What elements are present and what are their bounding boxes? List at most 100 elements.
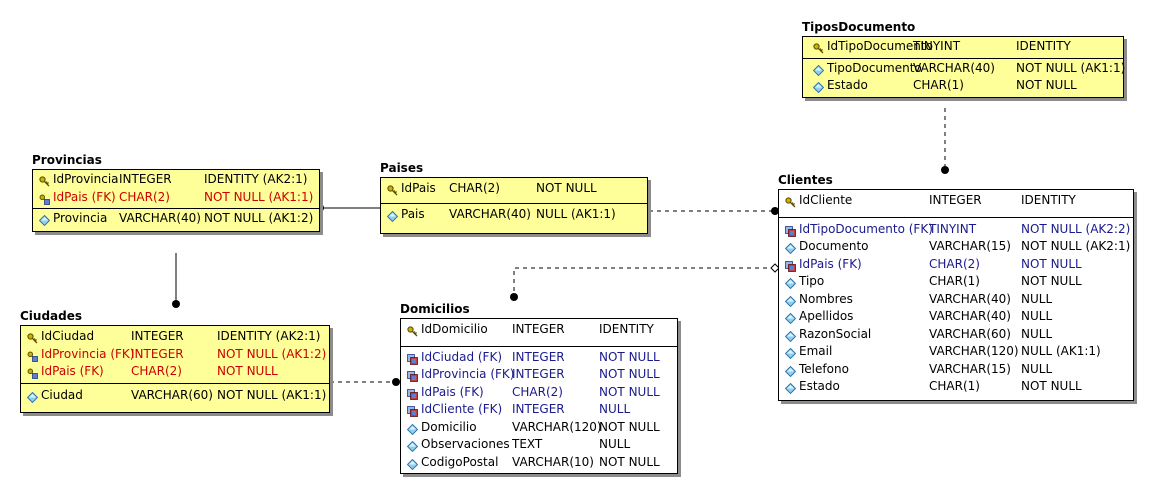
column-name: Telefono — [799, 361, 849, 376]
column-type: VARCHAR(10) — [512, 454, 594, 469]
column-type: VARCHAR(40) — [449, 206, 531, 221]
attribute-row[interactable]: IdPais (FK)CHAR(2)NOT NULL — [779, 256, 1133, 274]
column-type: CHAR(1) — [929, 379, 980, 393]
diamond-icon — [784, 277, 797, 290]
fk-icon — [407, 353, 418, 365]
column-type: VARCHAR(40) — [913, 60, 995, 75]
column-name: IdPais (FK) — [53, 189, 116, 204]
column-type: VARCHAR(60) — [929, 326, 1011, 341]
column-nullability: NULL — [599, 437, 631, 451]
entity-title: Paises — [380, 161, 424, 175]
column-nullability: NOT NULL — [536, 181, 597, 195]
key-icon — [785, 196, 796, 208]
column-nullability: NULL — [1021, 309, 1053, 323]
rel-paises-clientes-end — [771, 207, 779, 215]
column-name: IdCiudad (FK) — [421, 349, 503, 364]
column-nullability: NOT NULL — [599, 454, 660, 469]
column-type: INTEGER — [131, 329, 184, 343]
column-type: VARCHAR(15) — [929, 239, 1011, 253]
column-nullability: NULL — [1021, 326, 1053, 341]
diamond-icon — [26, 391, 39, 403]
attribute-row[interactable]: IdPais (FK)CHAR(2)NOT NULL — [21, 363, 329, 381]
column-name: IdPais (FK) — [421, 384, 484, 399]
fk-icon — [407, 405, 418, 417]
entity-title: TiposDocumento — [802, 20, 916, 34]
diamond-icon — [812, 64, 825, 76]
rel-clientes-domicilios-end — [510, 293, 518, 301]
rel-ciudades-domicilios-end — [392, 378, 400, 386]
column-name: IdCliente (FK) — [421, 402, 503, 416]
column-type: VARCHAR(40) — [119, 211, 201, 225]
column-type: INTEGER — [512, 367, 565, 381]
column-type: TINYINT — [929, 221, 977, 236]
column-type: CHAR(2) — [512, 384, 563, 399]
column-nullability: IDENTITY — [599, 322, 654, 336]
column-nullability: IDENTITY (AK2:1) — [204, 172, 308, 186]
column-name: IdPais (FK) — [799, 256, 862, 271]
column-type: CHAR(1) — [929, 274, 980, 288]
column-name: IdProvincia (FK) — [421, 367, 515, 381]
column-type: INTEGER — [512, 349, 565, 364]
rel-provincias-ciudades-end — [172, 300, 180, 308]
column-nullability: NOT NULL (AK2:2) — [1021, 221, 1131, 236]
column-name: Domicilio — [421, 419, 477, 434]
attribute-row[interactable]: IdPais (FK)CHAR(2)NOT NULL (AK1:1) — [33, 189, 319, 207]
attribute-row[interactable]: IdPais (FK) CHAR(2) NOT NULL — [401, 384, 677, 402]
entity-title: Provincias — [32, 153, 102, 167]
diamond-icon — [406, 440, 419, 453]
column-name: RazonSocial — [799, 326, 872, 341]
column-type: INTEGER — [131, 346, 184, 361]
column-name: Tipo — [799, 274, 825, 288]
column-name: IdTipoDocumento — [827, 39, 933, 53]
column-nullability: NULL — [1021, 291, 1053, 306]
rel-tipos-clientes-end — [941, 166, 949, 174]
diamond-icon — [784, 382, 797, 395]
column-nullability: NOT NULL — [599, 384, 660, 399]
column-nullability: NOT NULL — [217, 364, 278, 378]
column-type: VARCHAR(40) — [929, 309, 1011, 323]
column-type: INTEGER — [512, 322, 565, 336]
fk-icon — [407, 370, 418, 382]
column-name: IdProvincia (FK) — [41, 346, 135, 361]
column-nullability: NOT NULL (AK1:1) — [1016, 60, 1126, 75]
attribute-row[interactable]: RazonSocial VARCHAR(60) NULL — [779, 326, 1133, 344]
diamond-icon — [38, 214, 51, 227]
